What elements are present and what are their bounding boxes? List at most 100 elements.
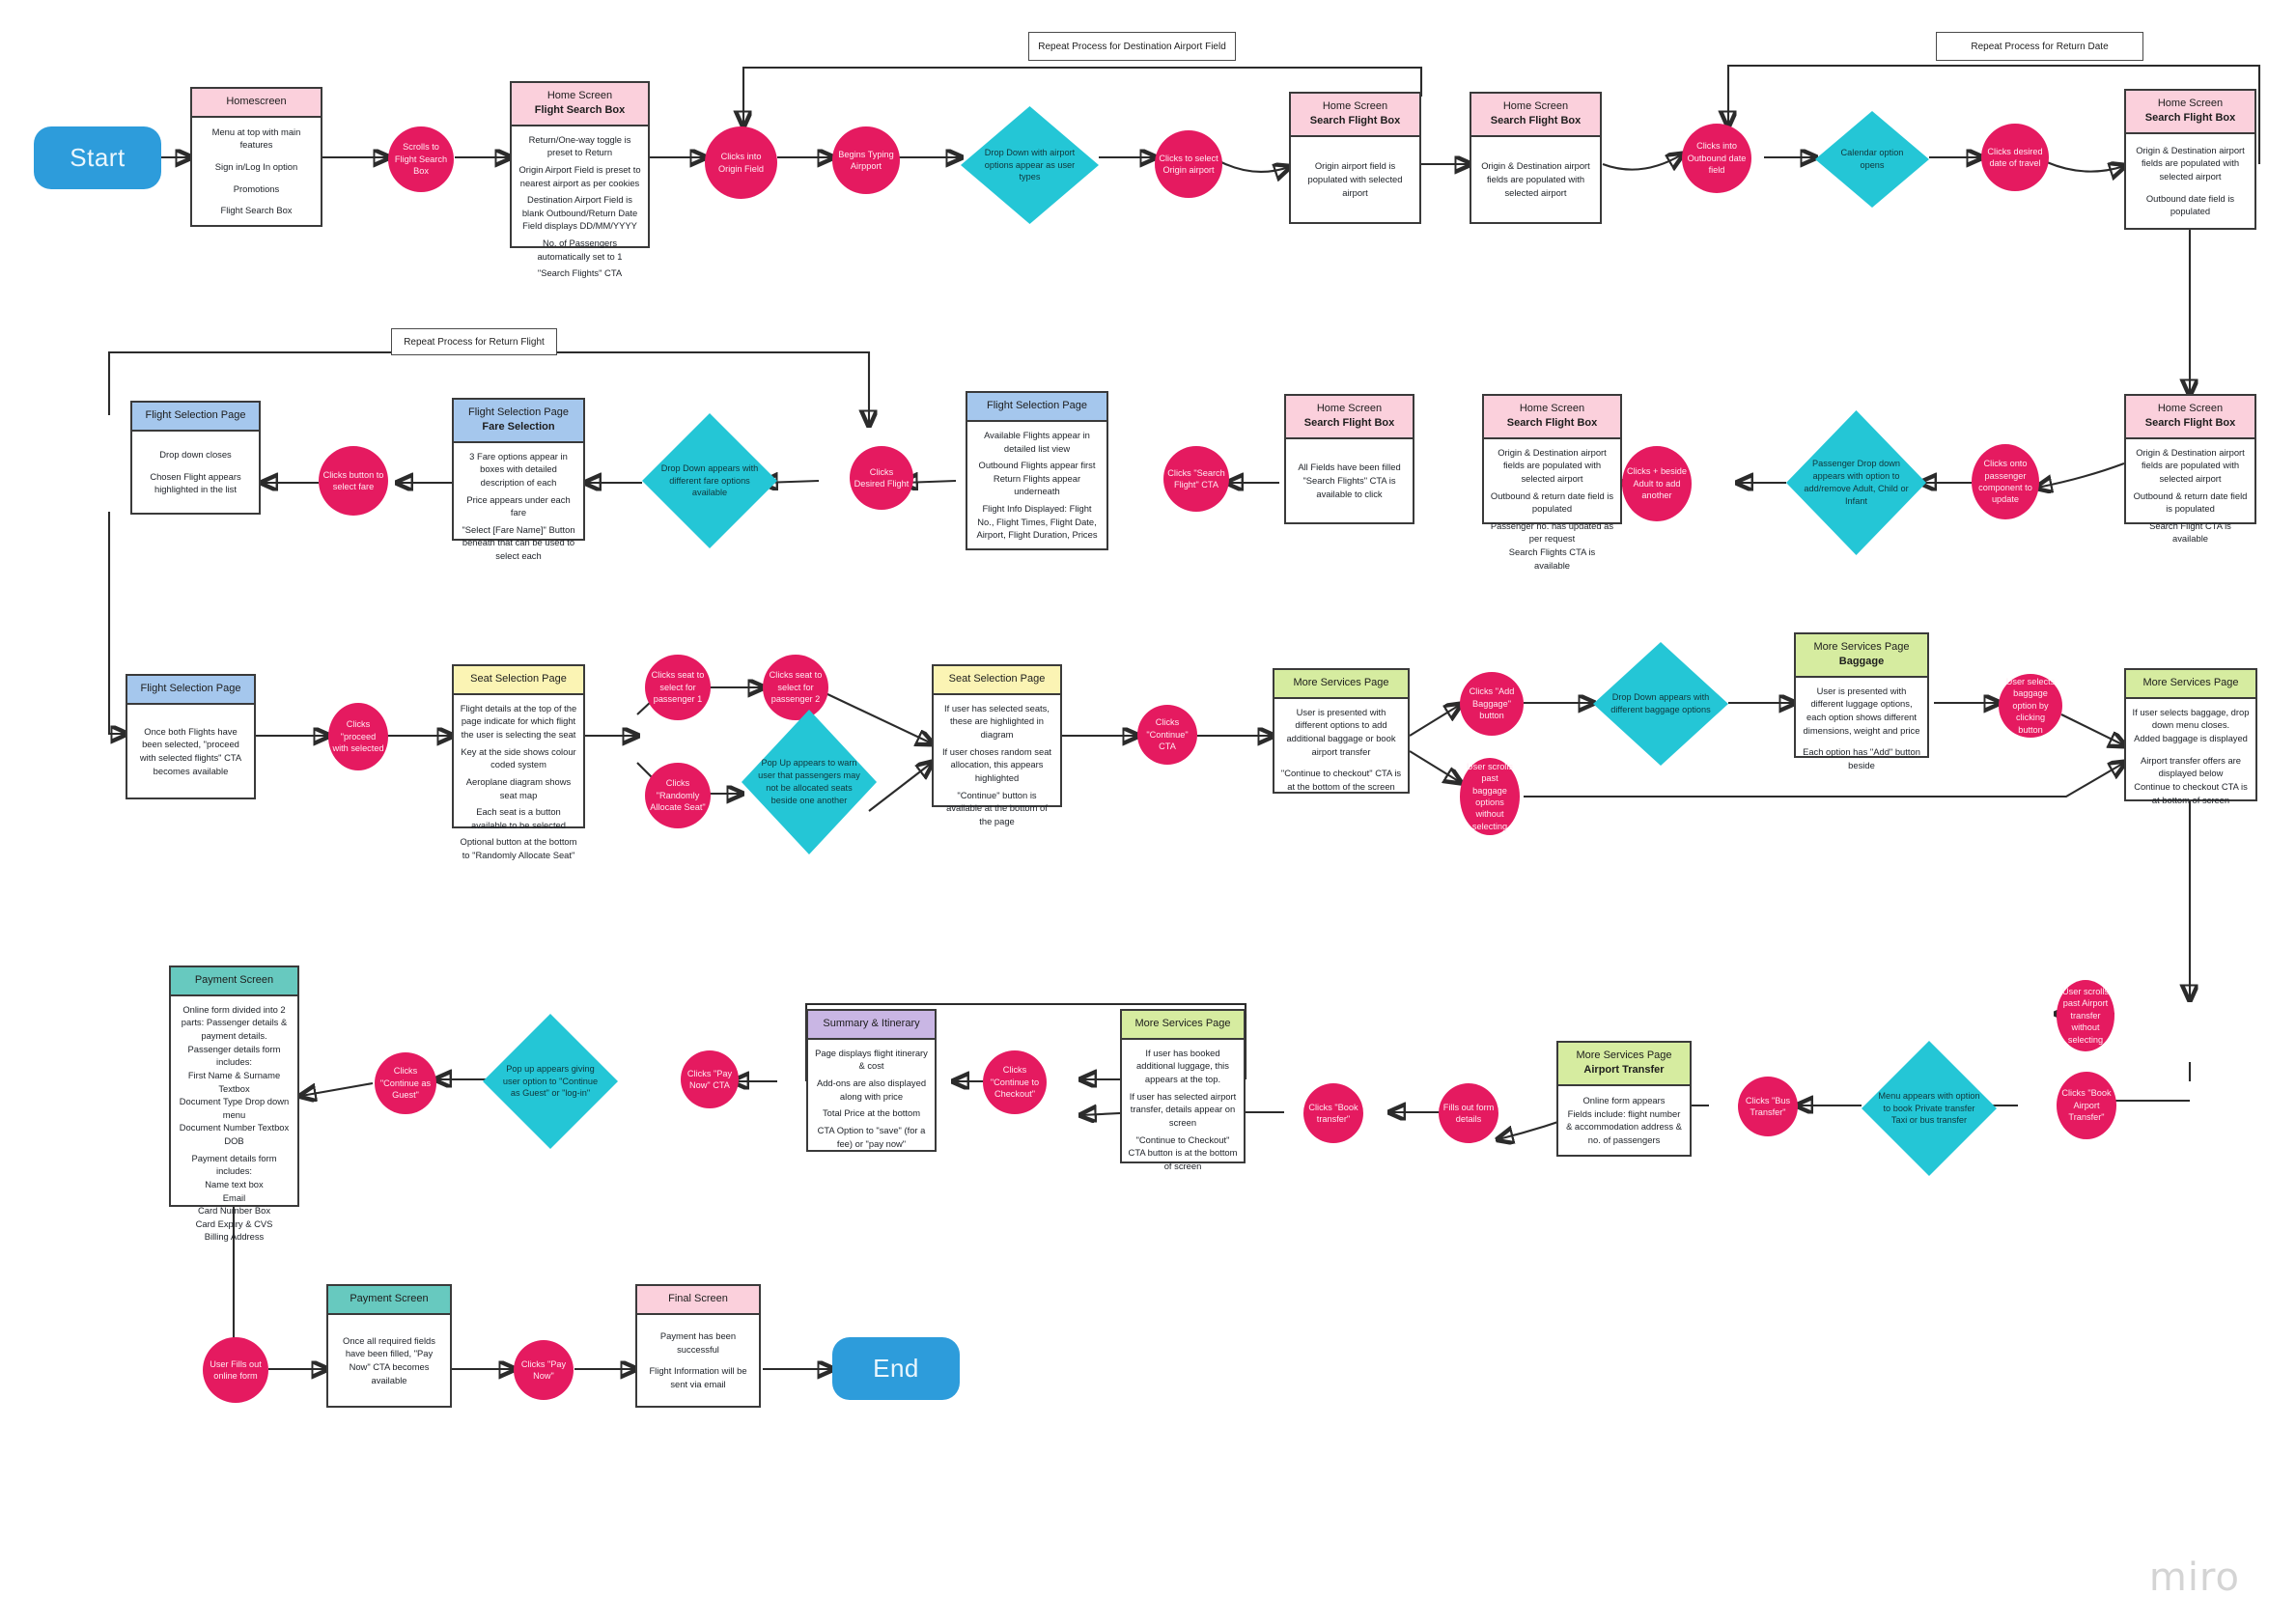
action-begins-typing-airport[interactable]: Begins Typing Airpport (832, 126, 900, 194)
decision-calendar-opens[interactable]: Calendar option opens (1815, 111, 1929, 208)
all-fields-filled-title: Home Screen Search Flight Box (1286, 396, 1413, 439)
action-clicks-desired-date[interactable]: Clicks desired date of travel (1981, 124, 2049, 191)
seat-selection-body: Flight details at the top of the page in… (454, 695, 583, 869)
screen-seat-selection-page[interactable]: Seat Selection Page Flight details at th… (452, 664, 585, 860)
final-screen-title: Final Screen (637, 1286, 759, 1315)
dates-populated-body: Origin & Destination airport fields are … (2126, 439, 2254, 552)
action-clicks-book-airport-transfer[interactable]: Clicks "Book Airport Transfer" (2057, 1072, 2116, 1139)
action-clicks-search-flight-cta[interactable]: Clicks "Search Flight" CTA (1163, 446, 1229, 512)
start-terminator[interactable]: Start (34, 126, 161, 189)
action-clicks-origin-field[interactable]: Clicks into Origin Field (705, 126, 777, 199)
action-clicks-pay-now-cta[interactable]: Clicks "Pay Now" CTA (681, 1050, 739, 1108)
action-clicks-plus-adult[interactable]: Clicks + beside Adult to add another (1622, 446, 1692, 521)
origin-populated-body: Origin airport field is populated with s… (1291, 137, 1419, 222)
screen-both-populated[interactable]: Home Screen Search Flight Box Origin & D… (1470, 92, 1602, 224)
screen-baggage-added[interactable]: More Services Page If user selects bagga… (2124, 668, 2257, 805)
action-clicks-continue-to-checkout[interactable]: Clicks "Continue to Checkout" (983, 1050, 1047, 1114)
action-user-fills-out-online-form[interactable]: User Fills out online form (203, 1337, 268, 1403)
decision-fare-dropdown-label: Drop Down appears with different fare op… (660, 462, 759, 498)
action-clicks-add-baggage[interactable]: Clicks "Add Baggage" button (1460, 672, 1524, 736)
end-terminator[interactable]: End (832, 1337, 960, 1400)
screen-both-flights-selected[interactable]: Flight Selection Page Once both Flights … (126, 674, 256, 799)
action-clicks-outbound-date[interactable]: Clicks into Outbound date field (1682, 124, 1751, 193)
afu-line-2: Outbound & return date field is populate… (1490, 490, 1614, 515)
screen-final[interactable]: Final Screen Payment has been successful… (635, 1284, 761, 1408)
ss-line-2: If user has selected airport transfer, d… (1129, 1090, 1237, 1128)
action-clicks-select-fare[interactable]: Clicks button to select fare (319, 446, 388, 516)
more-services-body: User is presented with different options… (1274, 699, 1408, 800)
action-user-selects-baggage[interactable]: User selects baggage option by clicking … (1999, 674, 2062, 738)
miro-watermark: miro (2148, 1555, 2240, 1600)
homescreen-line-1: Menu at top with main features (211, 126, 301, 151)
flight-search-box-body: Return/One-way toggle is preset to Retur… (512, 126, 648, 287)
decision-passenger-dropdown[interactable]: Passenger Drop down appears with option … (1786, 410, 1926, 555)
action-clicks-bus-transfer[interactable]: Clicks "Bus Transfer" (1738, 1077, 1798, 1136)
screen-homescreen[interactable]: Homescreen Menu at top with main feature… (190, 87, 322, 227)
action-clicks-randomly-allocate-seat[interactable]: Clicks "Randomly Allocate Seat" (645, 763, 711, 828)
screen-flight-search-box[interactable]: Home Screen Flight Search Box Return/One… (510, 81, 650, 278)
ba-line-2: Airport transfer offers are displayed be… (2134, 754, 2248, 805)
baggage-page-body: User is presented with different luggage… (1796, 678, 1927, 779)
screen-all-fields-updated[interactable]: Home Screen Search Flight Box Origin & D… (1482, 394, 1622, 571)
screen-outbound-populated[interactable]: Home Screen Search Flight Box Origin & D… (2124, 89, 2256, 230)
payment-ready-body: Once all required fields have been fille… (328, 1315, 450, 1406)
ss-line-1: If user has booked additional luggage, t… (1136, 1047, 1229, 1085)
action-fills-out-form[interactable]: Fills out form details (1439, 1083, 1498, 1143)
msp-line-1: User is presented with different options… (1286, 706, 1396, 757)
screen-summary-itinerary[interactable]: Summary & Itinerary Page displays flight… (806, 1009, 937, 1152)
ssp-line-1: Flight details at the top of the page in… (460, 702, 577, 741)
action-clicks-continue-as-guest[interactable]: Clicks "Continue as Guest" (375, 1052, 436, 1114)
decision-baggage-dropdown[interactable]: Drop Down appears with different baggage… (1593, 642, 1728, 766)
payment-ready-title: Payment Screen (328, 1286, 450, 1315)
all-fields-updated-body: Origin & Destination airport fields are … (1484, 439, 1620, 579)
action-clicks-continue-cta[interactable]: Clicks "Continue" CTA (1137, 705, 1197, 765)
screen-more-services-page[interactable]: More Services Page User is presented wit… (1273, 668, 1410, 794)
decision-seat-warning-popup[interactable]: Pop Up appears to warn user that passeng… (742, 710, 877, 854)
outbound-populated-body: Origin & Destination airport fields are … (2126, 134, 2254, 228)
afu-line-3: Passenger no. has updated as per request… (1490, 519, 1614, 571)
screen-services-summary[interactable]: More Services Page If user has booked ad… (1120, 1009, 1246, 1171)
action-clicks-select-origin[interactable]: Clicks to select Origin airport (1155, 130, 1222, 198)
screen-payment-ready[interactable]: Payment Screen Once all required fields … (326, 1284, 452, 1408)
payment-screen-title: Payment Screen (171, 967, 297, 996)
action-clicks-passenger-component[interactable]: Clicks onto passenger component to updat… (1972, 444, 2039, 519)
baggage-added-body: If user selects baggage, drop down menu … (2126, 699, 2255, 813)
services-summary-title: More Services Page (1122, 1011, 1244, 1040)
action-scrolls-to-search-box[interactable]: Scrolls to Flight Search Box (388, 126, 454, 192)
screen-origin-populated[interactable]: Home Screen Search Flight Box Origin air… (1289, 92, 1421, 224)
screen-dates-populated[interactable]: Home Screen Search Flight Box Origin & D… (2124, 394, 2256, 544)
action-clicks-desired-flight[interactable]: Clicks Desired Flight (850, 446, 913, 510)
fare-line-1: 3 Fare options appear in boxes with deta… (469, 450, 568, 488)
ps-line-2: Payment details form includes: Name text… (191, 1152, 277, 1243)
action-clicks-pay-now[interactable]: Clicks "Pay Now" (514, 1340, 574, 1400)
screen-fare-selection[interactable]: Flight Selection Page Fare Selection 3 F… (452, 398, 585, 561)
both-populated-subtitle: Search Flight Box (1490, 114, 1582, 126)
action-clicks-seat-passenger-2[interactable]: Clicks seat to select for passenger 2 (763, 655, 828, 720)
action-scrolls-past-baggage[interactable]: User scrolls past baggage options withou… (1460, 758, 1520, 835)
bp-line-2: Each option has "Add" button beside (1803, 746, 1920, 770)
bfs-line-1: Once both Flights have been selected, "p… (139, 725, 242, 776)
airport-transfer-body: Online form appears Fields include: flig… (1558, 1086, 1690, 1155)
decision-baggage-dropdown-label: Drop Down appears with different baggage… (1610, 692, 1711, 714)
decision-transfer-menu[interactable]: Menu appears with option to book Private… (1862, 1041, 1997, 1176)
action-clicks-seat-passenger-1[interactable]: Clicks seat to select for passenger 1 (645, 655, 711, 720)
note-repeat-return-flight: Repeat Process for Return Flight (391, 328, 557, 355)
decision-guest-login-popup[interactable]: Pop up appears giving user option to "Co… (483, 1014, 618, 1149)
pr-line-1: Once all required fields have been fille… (343, 1334, 435, 1385)
both-populated-title: Home Screen Search Flight Box (1471, 94, 1600, 137)
screen-flight-highlighted[interactable]: Flight Selection Page Drop down closes C… (130, 401, 261, 515)
decision-airport-dropdown[interactable]: Drop Down with airport options appear as… (961, 106, 1099, 224)
screen-flight-selection-page[interactable]: Flight Selection Page Available Flights … (966, 391, 1108, 550)
action-scrolls-past-airport-transfer[interactable]: User scrolls past Airport transfer witho… (2057, 980, 2114, 1051)
screen-payment[interactable]: Payment Screen Online form divided into … (169, 965, 299, 1242)
screen-all-fields-filled[interactable]: Home Screen Search Flight Box All Fields… (1284, 394, 1414, 524)
action-clicks-proceed[interactable]: Clicks "proceed with selected (328, 703, 388, 770)
action-clicks-book-transfer[interactable]: Clicks "Book transfer" (1303, 1083, 1363, 1143)
decision-fare-dropdown[interactable]: Drop Down appears with different fare op… (642, 413, 777, 548)
screen-seats-highlighted[interactable]: Seat Selection Page If user has selected… (932, 664, 1062, 826)
screen-airport-transfer[interactable]: More Services Page Airport Transfer Onli… (1556, 1041, 1692, 1157)
outbound-populated-line-2: Outbound date field is populated (2145, 192, 2235, 217)
screen-baggage-page[interactable]: More Services Page Baggage User is prese… (1794, 632, 1929, 770)
fsb-line-4: No. of Passengers automatically set to 1 (537, 238, 623, 262)
fin-line-1: Payment has been successful (659, 1330, 737, 1355)
